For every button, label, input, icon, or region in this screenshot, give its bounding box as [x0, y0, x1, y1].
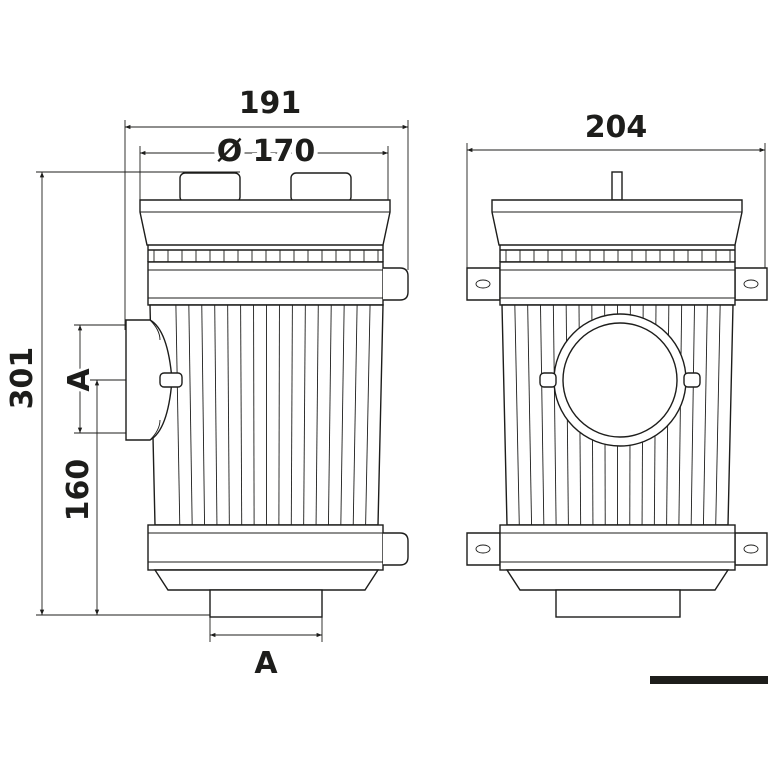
rib-line	[552, 304, 557, 526]
dimension-inlet-a: A	[59, 324, 130, 434]
scale-bar	[650, 676, 768, 684]
dimension-191-label: 191	[239, 86, 302, 121]
strainer-side-view	[466, 171, 768, 618]
rib-line	[240, 304, 243, 526]
dimension-301-label: 301	[5, 347, 40, 410]
rib-line	[315, 304, 319, 526]
upper-grill	[499, 245, 736, 263]
upper-clamp-ear	[383, 267, 409, 301]
rib-line	[188, 304, 193, 526]
dimension-160-label: 160	[61, 459, 96, 522]
rib-line	[340, 304, 345, 526]
lower-band	[147, 524, 384, 571]
inlet-a-label: A	[62, 368, 97, 392]
cap	[491, 199, 743, 246]
lower-clamp-ear	[383, 532, 409, 566]
body-ribs	[175, 304, 371, 526]
base-flange	[153, 569, 380, 591]
outlet-pipe	[555, 589, 681, 618]
rib-line	[278, 304, 280, 526]
outlet-a-label: A	[254, 646, 278, 681]
rib-line	[702, 304, 708, 526]
top-vent-pipe	[611, 171, 623, 201]
rib-line	[175, 304, 181, 526]
cap	[139, 199, 391, 246]
rib-line	[352, 304, 358, 526]
rib-line	[365, 304, 371, 526]
strainer-front-view	[125, 172, 409, 618]
upper-band	[499, 261, 736, 306]
inlet-tab	[159, 372, 183, 388]
inlet-port-inner	[562, 322, 678, 438]
outlet-pipe	[209, 589, 323, 618]
dimension-204-label: 204	[585, 110, 648, 145]
dimension-outlet-a: A	[209, 617, 323, 681]
rib-line	[253, 304, 255, 526]
rib-line	[227, 304, 230, 526]
rib-line	[303, 304, 306, 526]
lid-knob-right	[290, 172, 352, 203]
rib-line	[201, 304, 206, 526]
rib-line	[290, 304, 293, 526]
upper-grill	[147, 245, 384, 263]
rib-line	[690, 304, 695, 526]
dimension-204: 204	[466, 110, 766, 275]
dimension-diameter-170: Ø 170	[139, 130, 389, 205]
dimension-170-label: Ø 170	[217, 134, 316, 169]
rib-line	[678, 304, 683, 526]
dimension-191: 191	[124, 86, 409, 330]
dimension-301: 301	[5, 171, 240, 616]
rib-line	[715, 304, 721, 526]
rib-line	[514, 304, 520, 526]
lower-band	[499, 524, 736, 571]
rib-line	[540, 304, 545, 526]
lid-knob-left	[179, 172, 241, 203]
rib-line	[214, 304, 218, 526]
upper-band	[147, 261, 384, 306]
rib-line	[527, 304, 533, 526]
rib-line	[327, 304, 332, 526]
base-flange	[505, 569, 730, 591]
